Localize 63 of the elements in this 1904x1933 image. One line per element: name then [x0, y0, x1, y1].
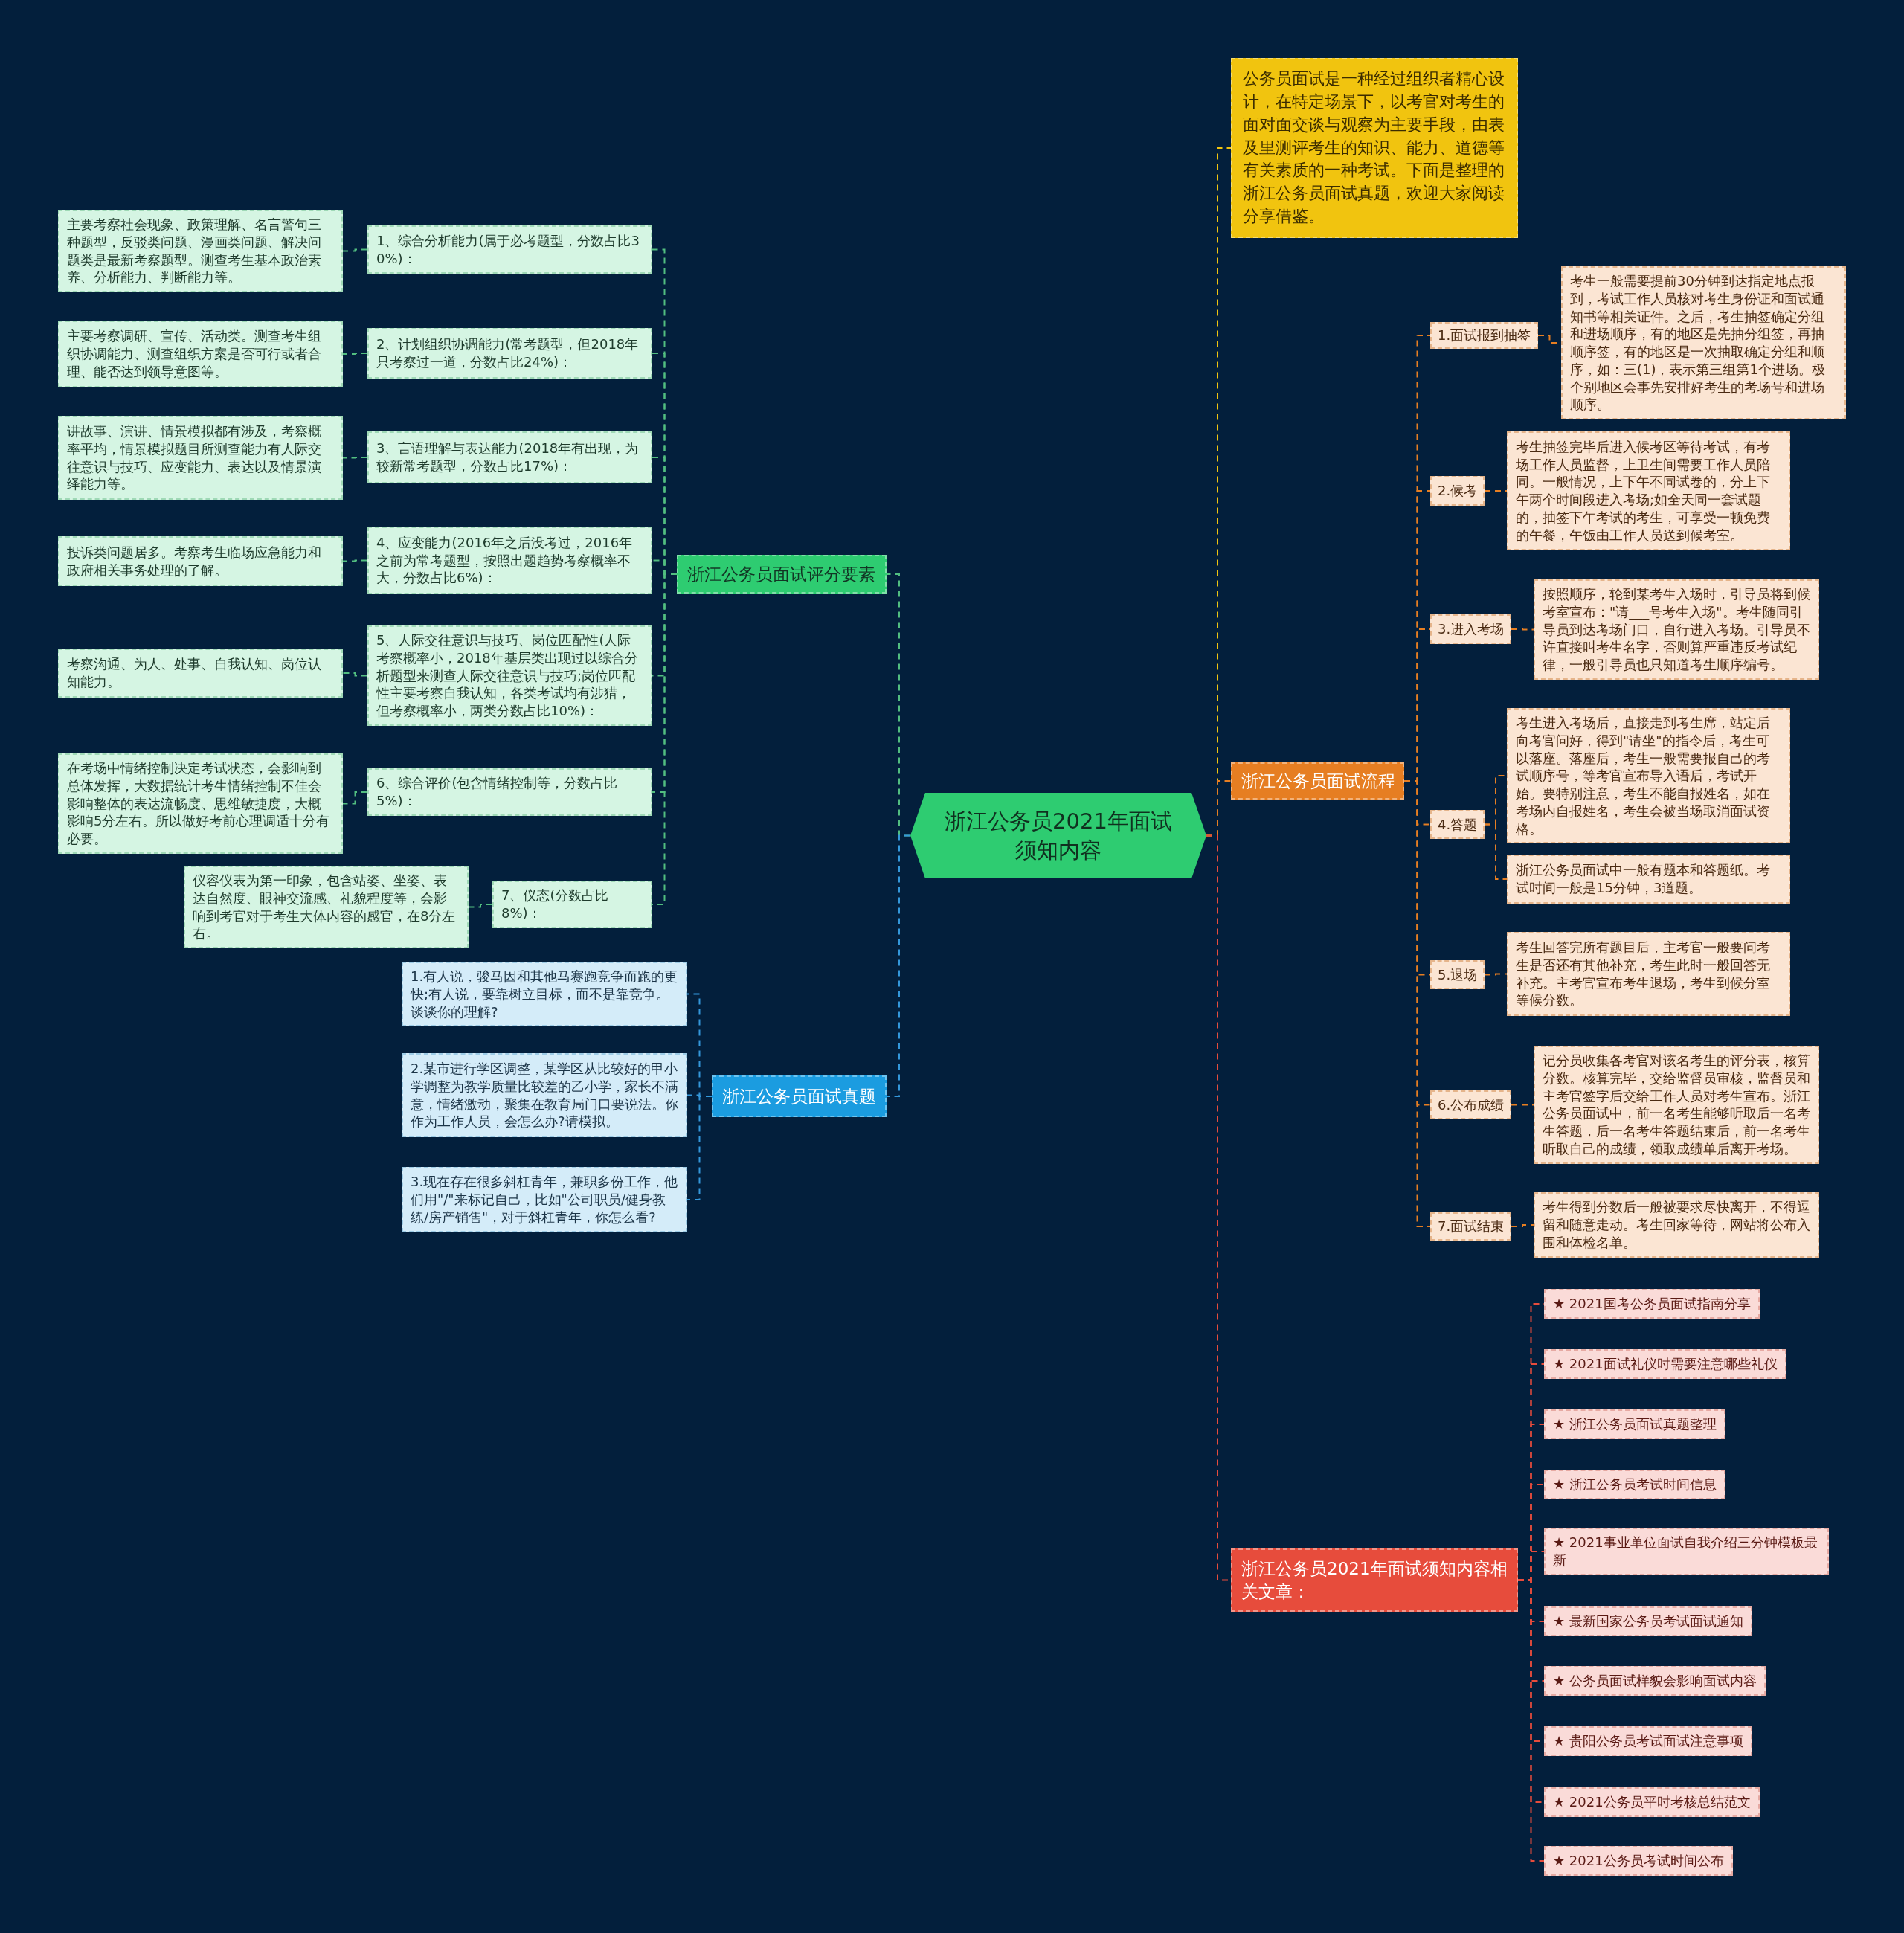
branch-box: 浙江公务员2021年面试须知内容相关文章： [1231, 1548, 1518, 1612]
detail-box: 讲故事、演讲、情景模拟都有涉及，考察概率平均，情景模拟题目所测查能力有人际交往意识与技巧、应变能力、表达以及情景演绎能力等。 [58, 416, 343, 500]
question-box: 1.有人说，骏马因和其他马赛跑竞争而跑的更快;有人说，要靠树立目标，而不是靠竞争。谈谈你的理解? [402, 962, 687, 1027]
detail-box: 考生进入考场后，直接走到考生席，站定后向考官问好，得到"请坐"的指令后，考生可以落座。落座后，考生一般需要报自己的考试顺序号，等考官宣布导入语后，考试开始。要特别注意，考生不能自报姓名，如在考场内自报姓名，考生会被当场取消面试资格。 [1507, 708, 1790, 844]
article-link: ★ 浙江公务员考试时间信息 [1544, 1470, 1726, 1499]
connector-line [1511, 628, 1534, 631]
topic-box: 1、综合分析能力(属于必考题型，分数占比30%)： [367, 225, 652, 274]
topic-box: 4、应变能力(2016年之后没考过，2016年之前为常考题型，按照出题趋势考察概率不大，分数占比6%)： [367, 527, 652, 594]
branch-box: 浙江公务员面试评分要素 [677, 555, 887, 594]
detail-box: 按照顺序，轮到某考生入场时，引导员将到候考室宣布："请___号考生入场"。考生随同引导员到达考场门口，自行进入考场。引导员不许直接叫考生名字，否则算严重违反考试纪律，一般引导员也只知道考生顺序编号。 [1534, 579, 1819, 680]
topic-box: 5、人际交往意识与技巧、岗位匹配性(人际考察概率小，2018年基层类出现过以综合分析题型来测查人际交往意识与技巧;岗位匹配性主要考察自我认知，各类考试均有涉猎，但考察概率小，两类分数占比10%)： [367, 625, 652, 726]
detail-box: 考生抽签完毕后进入候考区等待考试，有考场工作人员监督，上卫生间需要工作人员陪同。一般情况，上下午不同试卷的，分上下午两个时间段进入考场;如全天同一套试题的，抽签下午考试的考生，可享受一顿免费的午餐，午饭由工作人员送到候考室。 [1507, 431, 1790, 550]
article-link: ★ 贵阳公务员考试面试注意事项 [1544, 1726, 1752, 1756]
detail-box: 记分员收集各考官对该名考生的评分表，核算分数。核算完毕，交给监督员审核，监督员和主考官签字后交给工作人员对考生宣布。浙江公务员面试中，前一名考生能够听取后一名考生答题，后一名考生答题结束后，前一名考生听取自己的成绩，领取成绩单后离开考场。 [1534, 1046, 1819, 1164]
question-box: 2.某市进行学区调整，某学区从比较好的甲小学调整为教学质量比较差的乙小学，家长不满意，情绪激动，聚集在教育局门口要说法。你作为工作人员，会怎么办?请模拟。 [402, 1053, 687, 1137]
connector-line [342, 457, 368, 459]
branch-box: 浙江公务员面试真题 [712, 1075, 887, 1117]
article-link: ★ 2021事业单位面试自我介绍三分钟模板最新 [1544, 1528, 1829, 1575]
connector-line [1484, 490, 1508, 492]
article-link: ★ 公务员面试样貌会影响面试内容 [1544, 1666, 1766, 1696]
topic-box: 6、综合评价(包含情绪控制等，分数占比5%)： [367, 768, 652, 816]
step-box: 4.答题 [1430, 810, 1485, 839]
connector-line [342, 672, 368, 677]
connector-line [342, 353, 368, 355]
article-link: ★ 2021面试礼仪时需要注意哪些礼仪 [1544, 1349, 1786, 1379]
step-box: 5.退场 [1430, 960, 1485, 989]
step-box: 2.候考 [1430, 476, 1485, 506]
topic-box: 2、计划组织协调能力(常考题型，但2018年只考察过一道，分数占比24%)： [367, 328, 652, 379]
step-box: 7.面试结束 [1430, 1212, 1512, 1241]
connector-line [686, 1096, 713, 1200]
connector-line [1511, 1224, 1534, 1227]
step-box: 1.面试报到抽签 [1430, 322, 1539, 349]
connector-line [1511, 1104, 1534, 1106]
connector-line [342, 248, 368, 252]
branch-box: 浙江公务员面试流程 [1231, 762, 1404, 800]
detail-box: 投诉类问题居多。考察考生临场应急能力和政府相关事务处理的了解。 [58, 536, 343, 586]
topic-box: 7、仪态(分数占比8%)： [492, 881, 652, 928]
detail-box: 主要考察社会现象、政策理解、名言警句三种题型，反驳类问题、漫画类问题、解决问题类是最新考察题型。测查考生基本政治素养、分析能力、判断能力等。 [58, 210, 343, 292]
detail-box: 考察沟通、为人、处事、自我认知、岗位认知能力。 [58, 649, 343, 698]
connector-line [468, 904, 493, 908]
intro-box: 公务员面试是一种经过组织者精心设计，在特定场景下，以考官对考生的面对面交谈与观察为主要手段，由表及里测评考生的知识、能力、道德等有关素质的一种考试。下面是整理的浙江公务员面试真题，欢迎大家阅读分享借鉴。 [1231, 58, 1518, 238]
detail-box: 主要考察调研、宣传、活动类。测查考生组织协调能力、测查组织方案是否可行或者合理、能否达到领导意图等。 [58, 321, 343, 387]
center-hexagon: 浙江公务员2021年面试须知内容 [910, 793, 1206, 878]
article-link: ★ 2021国考公务员面试指南分享 [1544, 1289, 1760, 1319]
detail-box: 考生一般需要提前30分钟到达指定地点报到，考试工作人员核对考生身份证和面试通知书等相关证件。之后，考生抽签确定分组和进场顺序，有的地区是先抽分组签，再抽顺序签，有的地区是一次抽取确定分组和顺序，如：三(1)，表示第三组第1个进场。极个别地区会事先安排好考生的考场号和进场顺序。 [1561, 266, 1846, 419]
detail-box: 考生得到分数后一般被要求尽快离开，不得逗留和随意走动。考生回家等待，网站将公布入围和体检名单。 [1534, 1192, 1819, 1258]
step-box: 6.公布成绩 [1430, 1090, 1512, 1119]
connector-line [1484, 823, 1508, 880]
article-link: ★ 2021公务员考试时间公布 [1544, 1846, 1733, 1876]
topic-box: 3、言语理解与表达能力(2018年有出现，为较新常考题型，分数占比17%)： [367, 431, 652, 483]
article-link: ★ 最新国家公务员考试面试通知 [1544, 1606, 1752, 1636]
connector-line [886, 834, 911, 1097]
connector-line [342, 559, 368, 562]
detail-box: 考生回答完所有题目后，主考官一般要问考生是否还有其他补充，考生此时一般回答无补充。主考官宣布考生退场，考生到候分室等候分数。 [1507, 932, 1790, 1016]
step-box: 3.进入考场 [1430, 614, 1512, 644]
article-link: ★ 浙江公务员面试真题整理 [1544, 1409, 1726, 1439]
detail-box: 在考场中情绪控制决定考试状态，会影响到总体发挥，大数据统计考生情绪控制不佳会影响整体的表达流畅度、思维敏捷度，大概影响5分左右。所以做好考前心理调适十分有必要。 [58, 753, 343, 854]
connector-line [342, 791, 368, 805]
detail-box: 浙江公务员面试中一般有题本和答题纸。考试时间一般是15分钟，3道题。 [1507, 855, 1790, 904]
detail-box: 仪容仪表为第一印象，包含站姿、坐姿、表达自然度、眼神交流感、礼貌程度等，会影响到考官对于考生大体内容的感官，在8分左右。 [184, 866, 469, 948]
article-link: ★ 2021公务员平时考核总结范文 [1544, 1787, 1760, 1817]
question-box: 3.现在存在很多斜杠青年，兼职多份工作，他们用"/"来标记自己，比如"公司职员/健身教练/房产销售"，对于斜杠青年，你怎么看? [402, 1167, 687, 1232]
connector-line [1484, 973, 1508, 976]
